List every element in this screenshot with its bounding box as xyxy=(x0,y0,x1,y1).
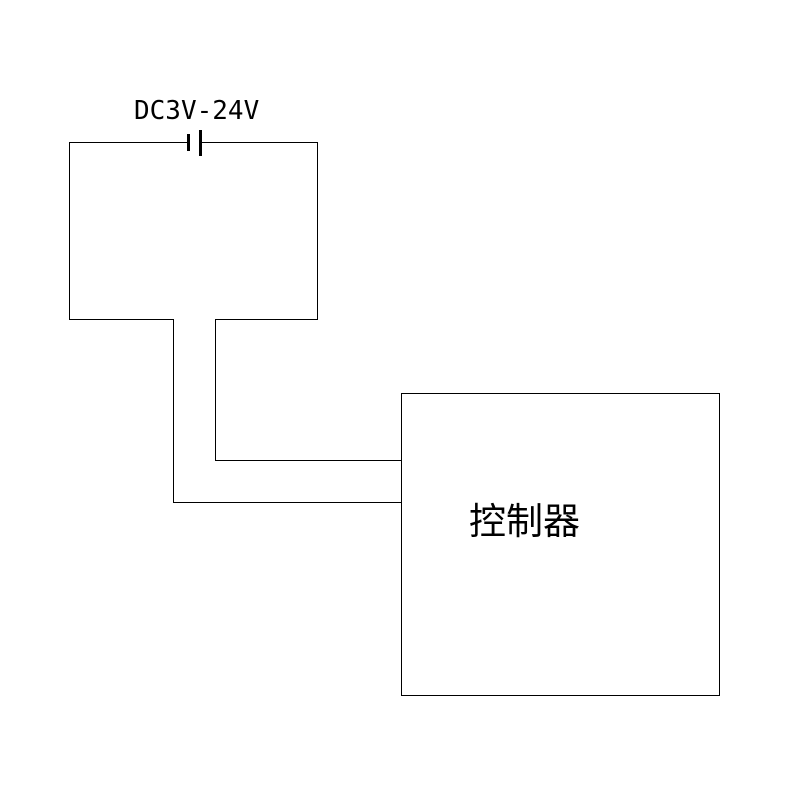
controller-label: 控制器 xyxy=(469,500,580,543)
power-loop-wire-right xyxy=(200,142,402,461)
voltage-label: DC3V-24V xyxy=(134,96,260,126)
controller-box xyxy=(401,393,720,696)
power-loop-wire xyxy=(69,142,402,503)
